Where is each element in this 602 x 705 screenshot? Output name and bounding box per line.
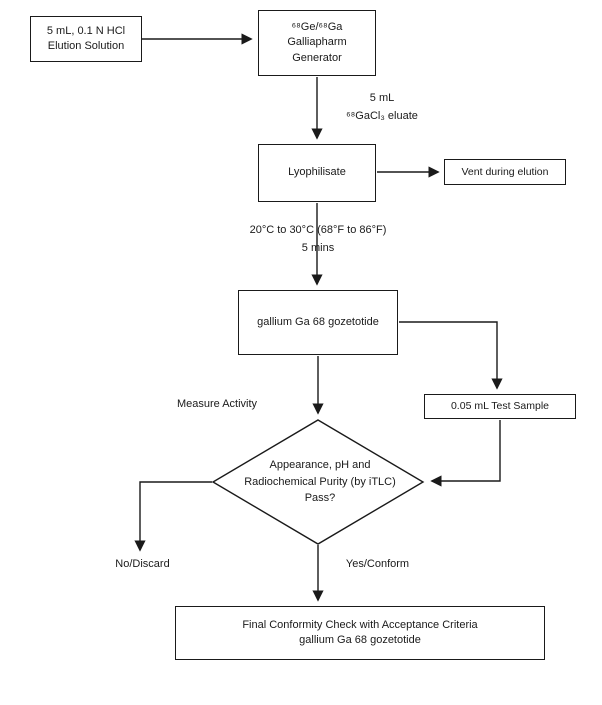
node-test-sample: 0.05 mL Test Sample xyxy=(424,394,576,419)
node-elution-solution: 5 mL, 0.1 N HCl Elution Solution xyxy=(30,16,142,62)
node-gallium-gozetotide: gallium Ga 68 gozetotide xyxy=(238,290,398,355)
decision-text: Appearance, pH and Radiochemical Purity … xyxy=(244,459,396,504)
label-no-discard: No/Discard xyxy=(115,558,170,570)
label-eluate: 5 mL ⁶⁸GaCl₃ eluate xyxy=(346,92,418,122)
arrow-test-sample-to-decision xyxy=(430,420,501,487)
label-temperature-conditions: 20°C to 30°C (68°F to 86°F) 5 mins xyxy=(249,224,387,254)
decision-diamond xyxy=(211,419,425,545)
label-measure-activity: Measure Activity xyxy=(176,398,258,410)
node-vent-during-elution: Vent during elution xyxy=(444,159,566,185)
node-lyophilisate: Lyophilisate xyxy=(258,144,376,202)
node-generator: ⁶⁸Ge/⁶⁸Ga Galliapharm Generator xyxy=(258,10,376,76)
arrow-decision-no-branch xyxy=(134,481,212,552)
arrow-gozetotide-to-test-sample xyxy=(399,321,503,390)
label-yes-conform: Yes/Conform xyxy=(345,558,410,570)
node-final-conformity-check: Final Conformity Check with Acceptance C… xyxy=(175,606,545,660)
